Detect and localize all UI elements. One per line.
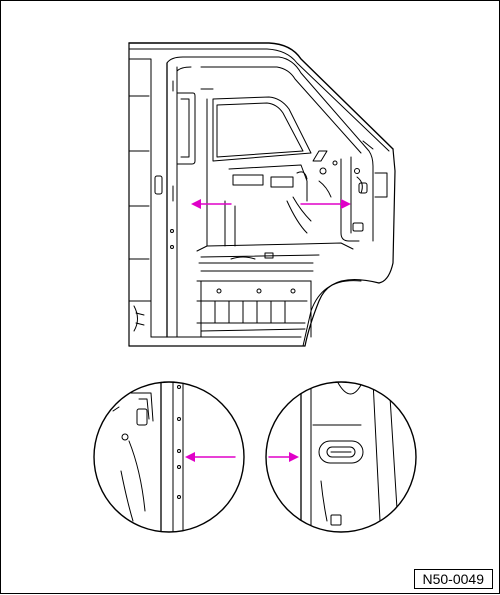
detail-right-arrow xyxy=(268,452,299,462)
detail-left-circle xyxy=(93,381,245,533)
detail-right-circle xyxy=(265,381,417,533)
detail-left-arrow xyxy=(185,452,236,462)
left-pillar-arrow xyxy=(191,199,232,209)
figure-label: N50-0049 xyxy=(413,569,493,589)
body-side-view xyxy=(128,42,396,347)
right-pillar-arrow xyxy=(300,199,351,209)
